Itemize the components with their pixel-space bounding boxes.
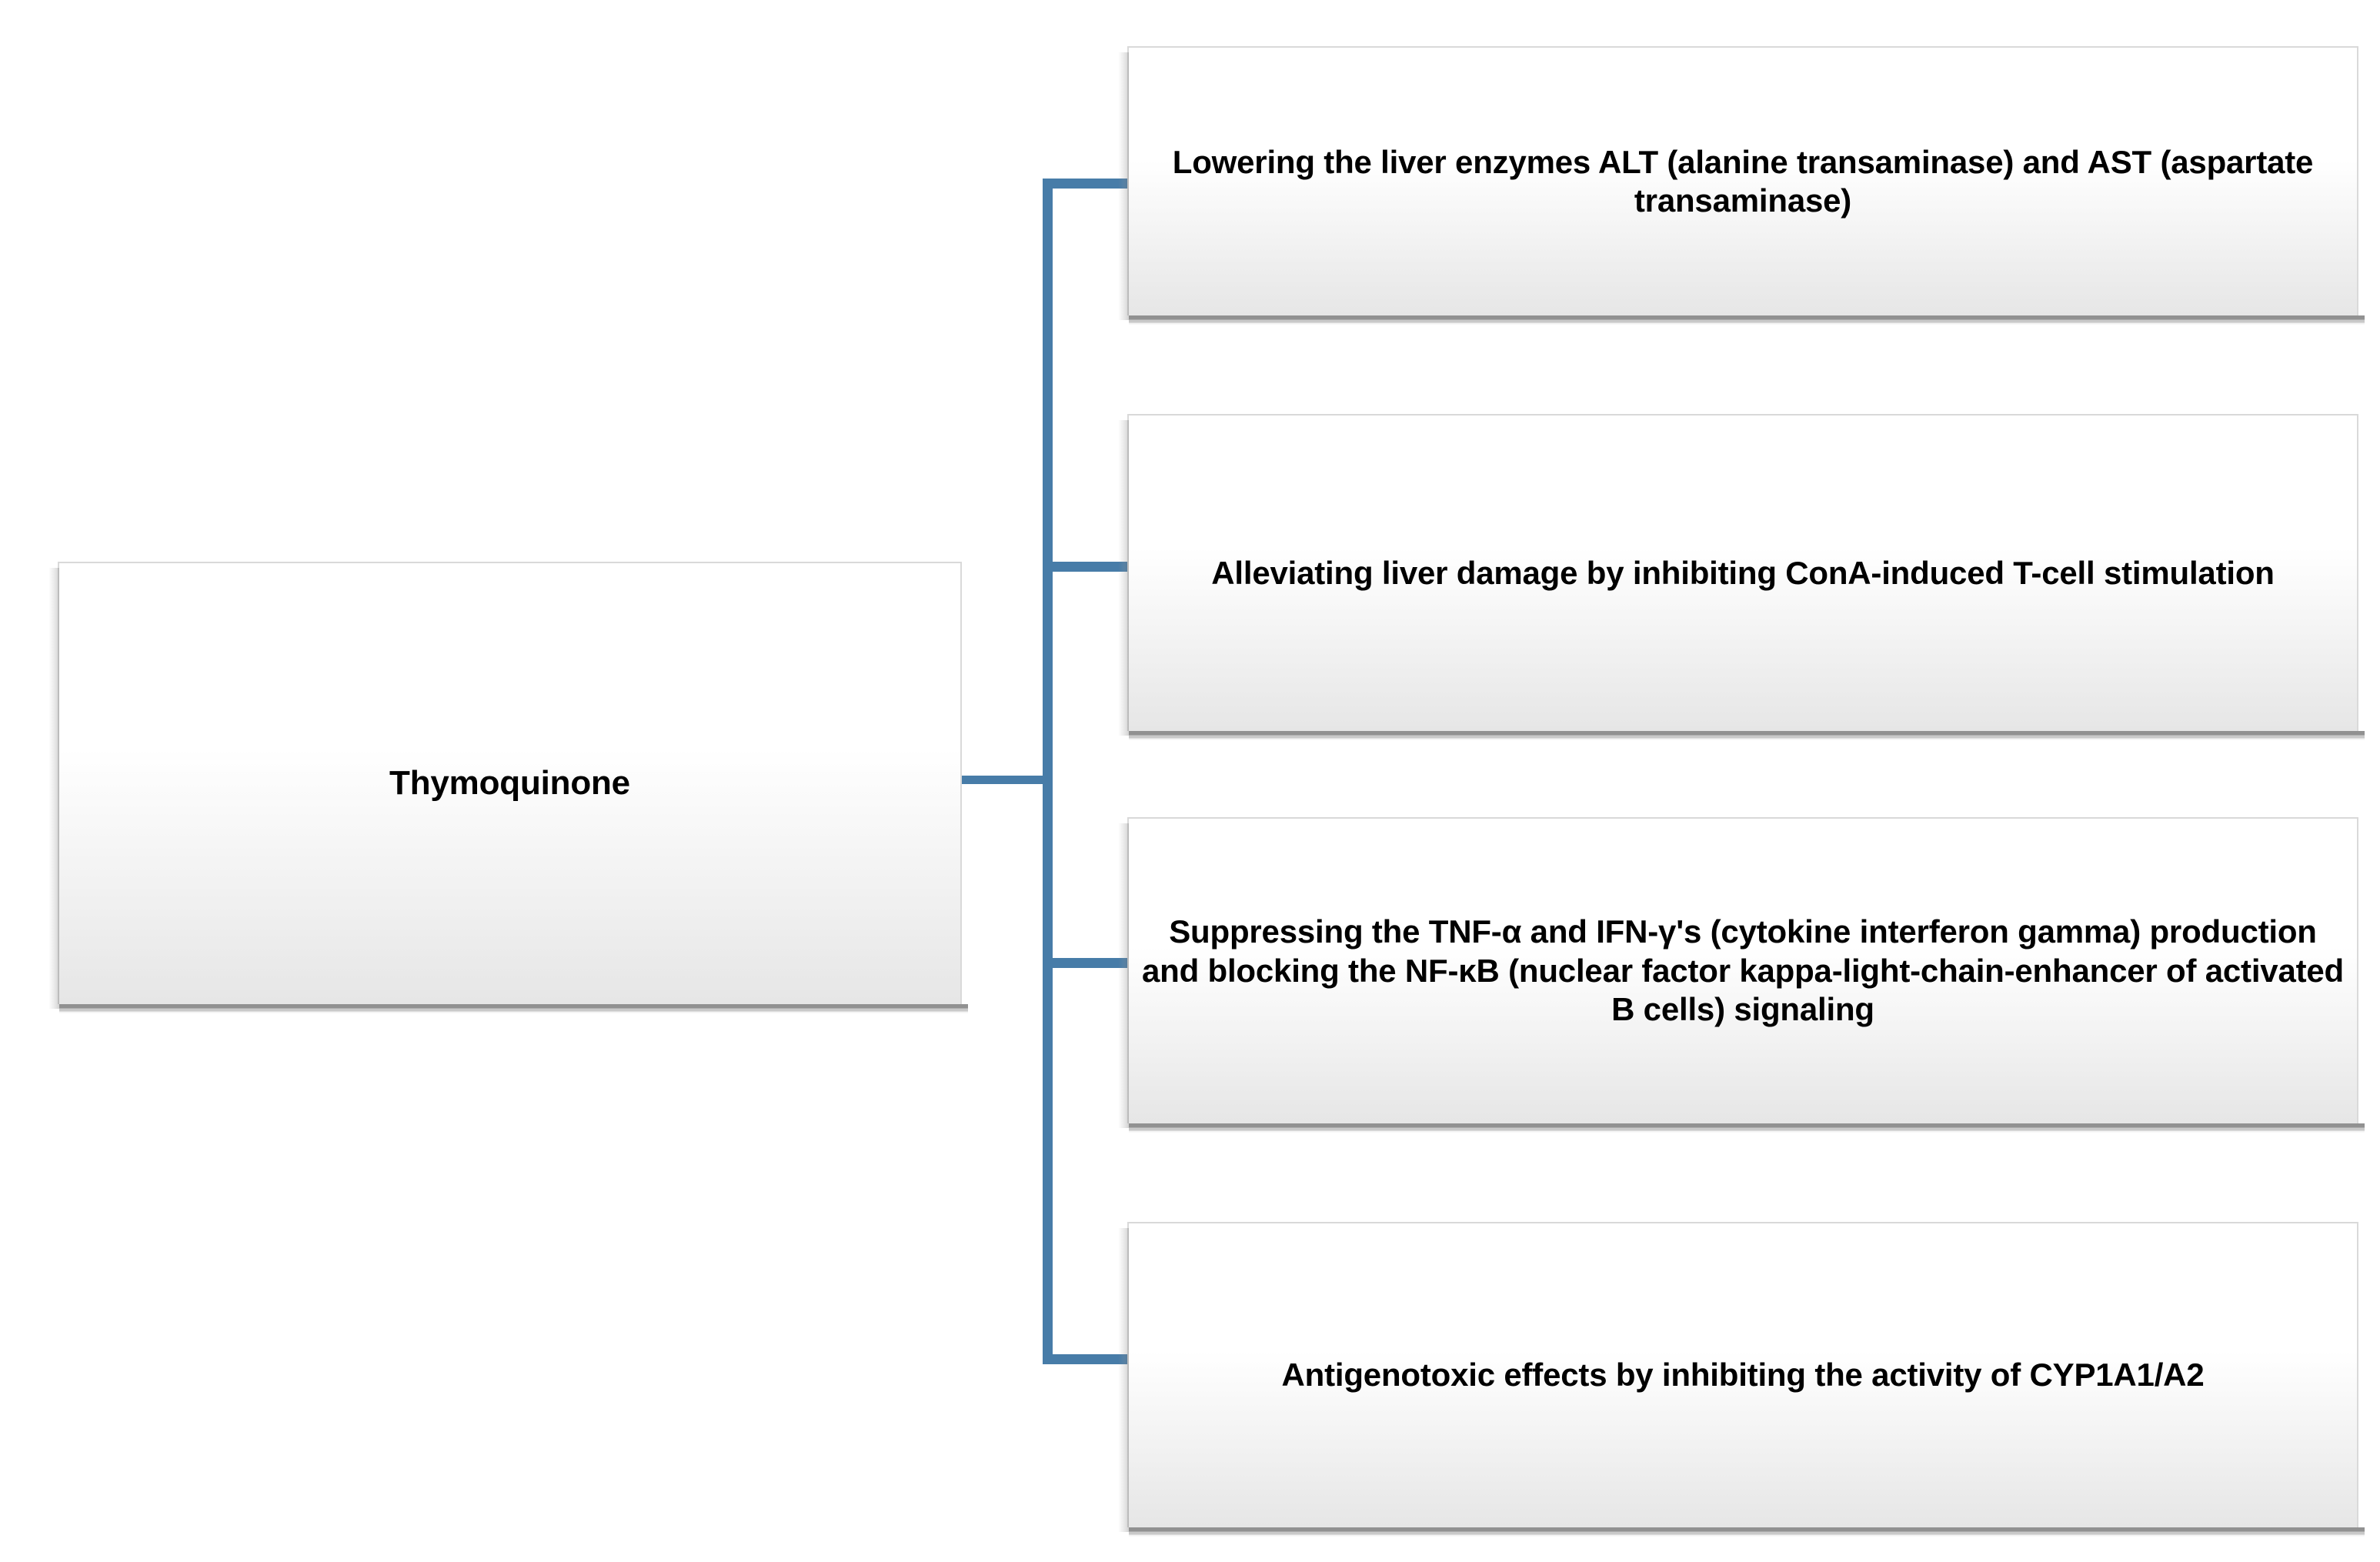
- node-effect-3-label: Suppressing the TNF-α and IFN-γ's (cytok…: [1141, 913, 2345, 1028]
- connector-branch-4: [1043, 1354, 1133, 1364]
- node-effect-1[interactable]: Lowering the liver enzymes ALT (alanine …: [1118, 46, 2365, 325]
- node-effect-2-label: Alleviating liver damage by inhibiting C…: [1211, 554, 2275, 591]
- node-root-label: Thymoquinone: [389, 764, 630, 803]
- node-effect-3[interactable]: Suppressing the TNF-α and IFN-γ's (cytok…: [1118, 817, 2365, 1133]
- node-effect-4[interactable]: Antigenotoxic effects by inhibiting the …: [1118, 1222, 2365, 1537]
- node-effect-1-label: Lowering the liver enzymes ALT (alanine …: [1172, 143, 2314, 219]
- connector-branch-2: [1043, 562, 1133, 572]
- node-root-thymoquinone[interactable]: Thymoquinone: [48, 562, 968, 1013]
- connector-branch-3: [1043, 958, 1133, 968]
- connector-trunk-vertical: [1043, 179, 1053, 1364]
- node-effect-2[interactable]: Alleviating liver damage by inhibiting C…: [1118, 414, 2365, 740]
- connector-branch-1: [1043, 179, 1133, 189]
- connector-root-to-trunk: [958, 776, 1053, 784]
- node-effect-4-label: Antigenotoxic effects by inhibiting the …: [1281, 1357, 2205, 1393]
